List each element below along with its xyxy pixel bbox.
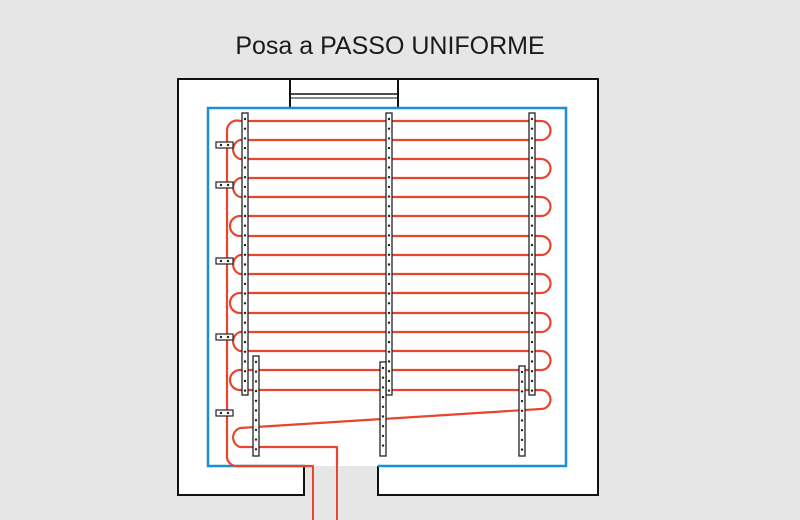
- fixing-rail-icon: [518, 365, 526, 457]
- wall-clip-icon: [215, 181, 234, 189]
- fixing-rail-icon: [385, 112, 393, 396]
- fixing-rail-icon: [528, 112, 536, 396]
- perimeter-insulation-strip: [206, 106, 568, 468]
- wall-clip-icon: [215, 257, 234, 265]
- heating-pipe: [225, 119, 552, 468]
- wall-clip-icon: [215, 409, 234, 417]
- fixing-rail-icon: [379, 361, 387, 457]
- fixing-rail-icon: [252, 355, 260, 457]
- wall-clip-icon: [215, 333, 234, 341]
- fixing-rail-icon: [241, 112, 249, 396]
- collector-pipes-icon: [312, 466, 338, 520]
- wall-clips: [215, 141, 234, 417]
- door-icon: [289, 78, 399, 109]
- fixing-rails: [241, 112, 536, 457]
- wall-clip-icon: [215, 141, 234, 149]
- diagram-title: Posa a PASSO UNIFORME: [235, 32, 545, 60]
